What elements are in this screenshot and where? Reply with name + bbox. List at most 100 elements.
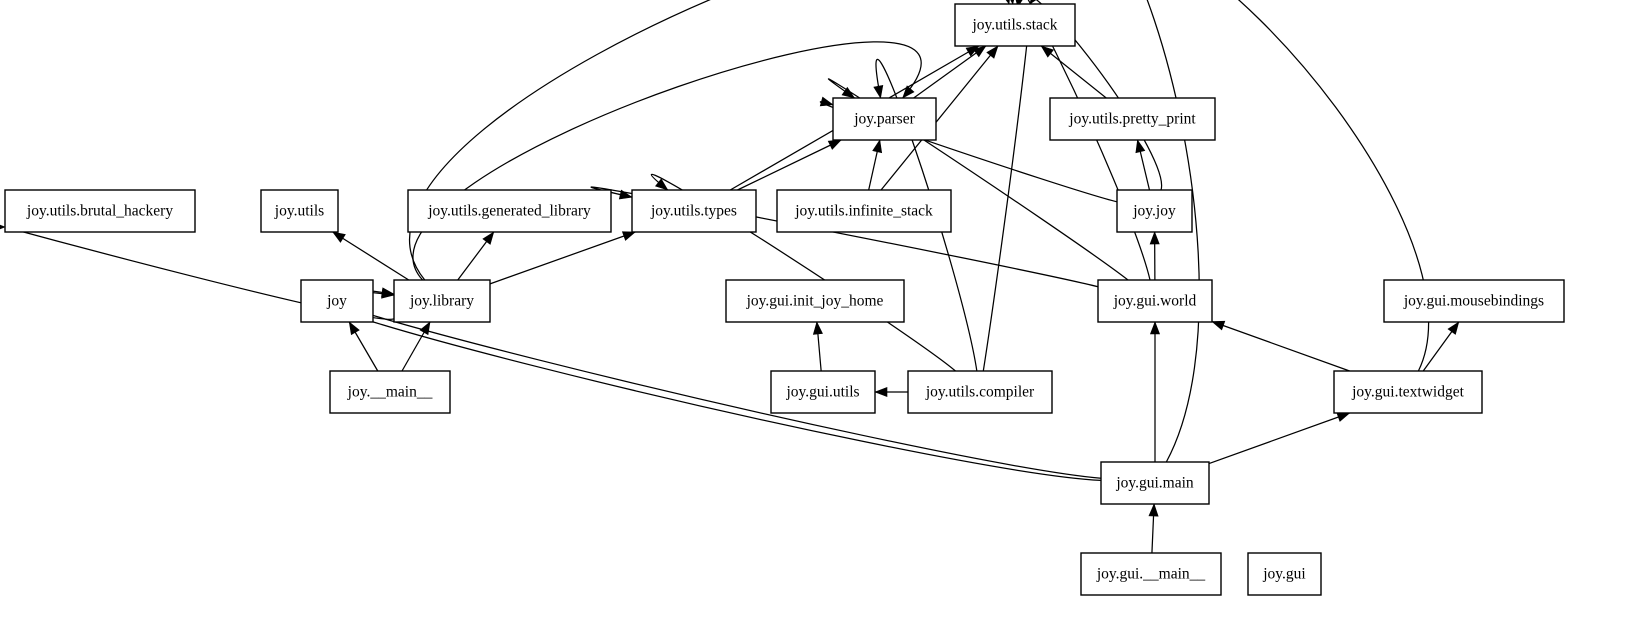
node-box[interactable] <box>329 370 451 414</box>
edge-line <box>1040 45 1107 99</box>
arrowhead-icon <box>1149 321 1161 335</box>
node-joy-utils-types[interactable]: joy.utils.types <box>631 189 757 233</box>
node-joy-__main__[interactable]: joy.__main__ <box>329 370 451 414</box>
edge-line <box>737 139 842 191</box>
node-label: joy.gui.textwidget <box>1351 384 1464 401</box>
arrowhead-icon <box>812 321 823 335</box>
node-joy-utils-stack[interactable]: joy.utils.stack <box>954 3 1076 47</box>
edge-joy-gui-utils-to-joy-gui-init_joy_home <box>812 321 823 372</box>
edge-joy-__main__-to-joy <box>348 321 379 372</box>
node-label: joy.utils.infinite_stack <box>794 203 933 220</box>
arrowhead-icon <box>873 84 884 99</box>
edge-joy-library-to-joy-parser <box>412 41 922 281</box>
node-joy-library[interactable]: joy.library <box>393 279 491 323</box>
edge-joy-gui-textwidget-to-joy-utils-stack <box>1015 0 1430 372</box>
node-box[interactable] <box>1100 461 1210 505</box>
edge-joy-joy-to-joy-utils-pretty_print <box>1135 139 1151 191</box>
node-box[interactable] <box>393 279 491 323</box>
edge-line <box>1208 412 1350 465</box>
node-joy-gui-mousebindings[interactable]: joy.gui.mousebindings <box>1383 279 1565 323</box>
edge-joy-utils-infinite_stack-to-joy-parser <box>868 139 883 191</box>
edge-line <box>913 45 987 99</box>
edge-line <box>1017 0 1200 463</box>
edge-line <box>590 186 1099 288</box>
node-joy-parser[interactable]: joy.parser <box>832 97 937 141</box>
arrowhead-icon <box>1336 412 1351 422</box>
arrowhead-icon <box>874 386 888 398</box>
edge-joy-gui-textwidget-to-joy-gui-world <box>1211 320 1350 372</box>
node-box[interactable] <box>1097 279 1213 323</box>
arrowhead-icon <box>419 321 431 336</box>
node-box[interactable] <box>4 189 196 233</box>
arrowhead-icon <box>332 231 346 243</box>
node-label: joy.utils <box>274 203 324 220</box>
arrowhead-icon <box>0 224 6 230</box>
arrowhead-icon <box>655 178 669 191</box>
edge-joy-gui-main-to-joy-gui-textwidget <box>1208 412 1351 465</box>
node-box[interactable] <box>725 279 905 323</box>
node-joy-gui-__main__[interactable]: joy.gui.__main__ <box>1080 552 1222 596</box>
node-joy-gui-textwidget[interactable]: joy.gui.textwidget <box>1333 370 1483 414</box>
arrowhead-icon <box>381 288 395 299</box>
arrowhead-icon <box>482 231 495 245</box>
edge-line <box>650 173 956 372</box>
node-joy-utils[interactable]: joy.utils <box>260 189 339 233</box>
node-box[interactable] <box>631 189 757 233</box>
edge-line <box>489 231 636 285</box>
node-box[interactable] <box>1080 552 1222 596</box>
node-joy-gui-main[interactable]: joy.gui.main <box>1100 461 1210 505</box>
edge-joy-parser-to-joy-utils-stack <box>913 45 987 99</box>
arrowhead-icon <box>827 139 842 150</box>
arrowhead-icon <box>618 189 633 200</box>
arrowhead-icon <box>1005 0 1010 5</box>
node-box[interactable] <box>832 97 937 141</box>
edge-joy-joy-to-joy-utils-stack <box>1010 0 1163 191</box>
node-joy-gui-utils[interactable]: joy.gui.utils <box>770 370 876 414</box>
node-label: joy.library <box>409 293 474 310</box>
node-box[interactable] <box>907 370 1053 414</box>
edge-line <box>1012 0 1163 191</box>
node-joy-utils-infinite_stack[interactable]: joy.utils.infinite_stack <box>776 189 952 233</box>
arrowhead-icon <box>819 96 834 107</box>
edge-line <box>880 45 999 191</box>
node-label: joy.gui.init_joy_home <box>746 293 884 310</box>
node-joy-gui[interactable]: joy.gui <box>1247 552 1322 596</box>
edge-line <box>1016 0 1430 372</box>
edge-joy-gui-world-to-joy-utils-types <box>590 186 1099 288</box>
node-joy-utils-generated_library[interactable]: joy.utils.generated_library <box>407 189 612 233</box>
arrowhead-icon <box>348 321 360 336</box>
node-box[interactable] <box>1333 370 1483 414</box>
node-label: joy.gui.utils <box>785 384 859 401</box>
node-box[interactable] <box>1049 97 1216 141</box>
node-box[interactable] <box>1247 552 1322 596</box>
node-joy-gui-init_joy_home[interactable]: joy.gui.init_joy_home <box>725 279 905 323</box>
node-joy[interactable]: joy <box>300 279 374 323</box>
arrowhead-icon <box>1447 321 1460 335</box>
edge-joy-utils-types-to-joy-parser <box>737 139 842 191</box>
node-label: joy.parser <box>853 111 915 128</box>
node-box[interactable] <box>260 189 339 233</box>
edge-joy-library-to-joy-utils-types <box>489 231 636 285</box>
node-box[interactable] <box>407 189 612 233</box>
edge-joy-gui-__main__-to-joy-gui-main <box>1148 503 1159 554</box>
node-box[interactable] <box>1383 279 1565 323</box>
node-box[interactable] <box>776 189 952 233</box>
node-layer: joy.utils.stack joy.parser joy.utils.prett… <box>4 3 1565 596</box>
arrowhead-icon <box>841 86 856 99</box>
node-joy-utils-compiler[interactable]: joy.utils.compiler <box>907 370 1053 414</box>
edge-joy-utils-compiler-to-joy-gui-utils <box>874 386 908 398</box>
node-box[interactable] <box>1116 189 1193 233</box>
edge-joy-gui-main-to-joy-gui-world <box>1149 321 1161 462</box>
node-joy-joy[interactable]: joy.joy <box>1116 189 1193 233</box>
node-label: joy.gui <box>1262 566 1306 583</box>
arrowhead-icon <box>1015 0 1020 5</box>
node-joy-utils-pretty_print[interactable]: joy.utils.pretty_print <box>1049 97 1216 141</box>
edge-joy-library-to-joy-utils <box>332 231 410 281</box>
node-box[interactable] <box>300 279 374 323</box>
node-box[interactable] <box>954 3 1076 47</box>
node-joy-utils-brutal_hackery[interactable]: joy.utils.brutal_hackery <box>4 189 196 233</box>
node-box[interactable] <box>770 370 876 414</box>
node-joy-gui-world[interactable]: joy.gui.world <box>1097 279 1213 323</box>
